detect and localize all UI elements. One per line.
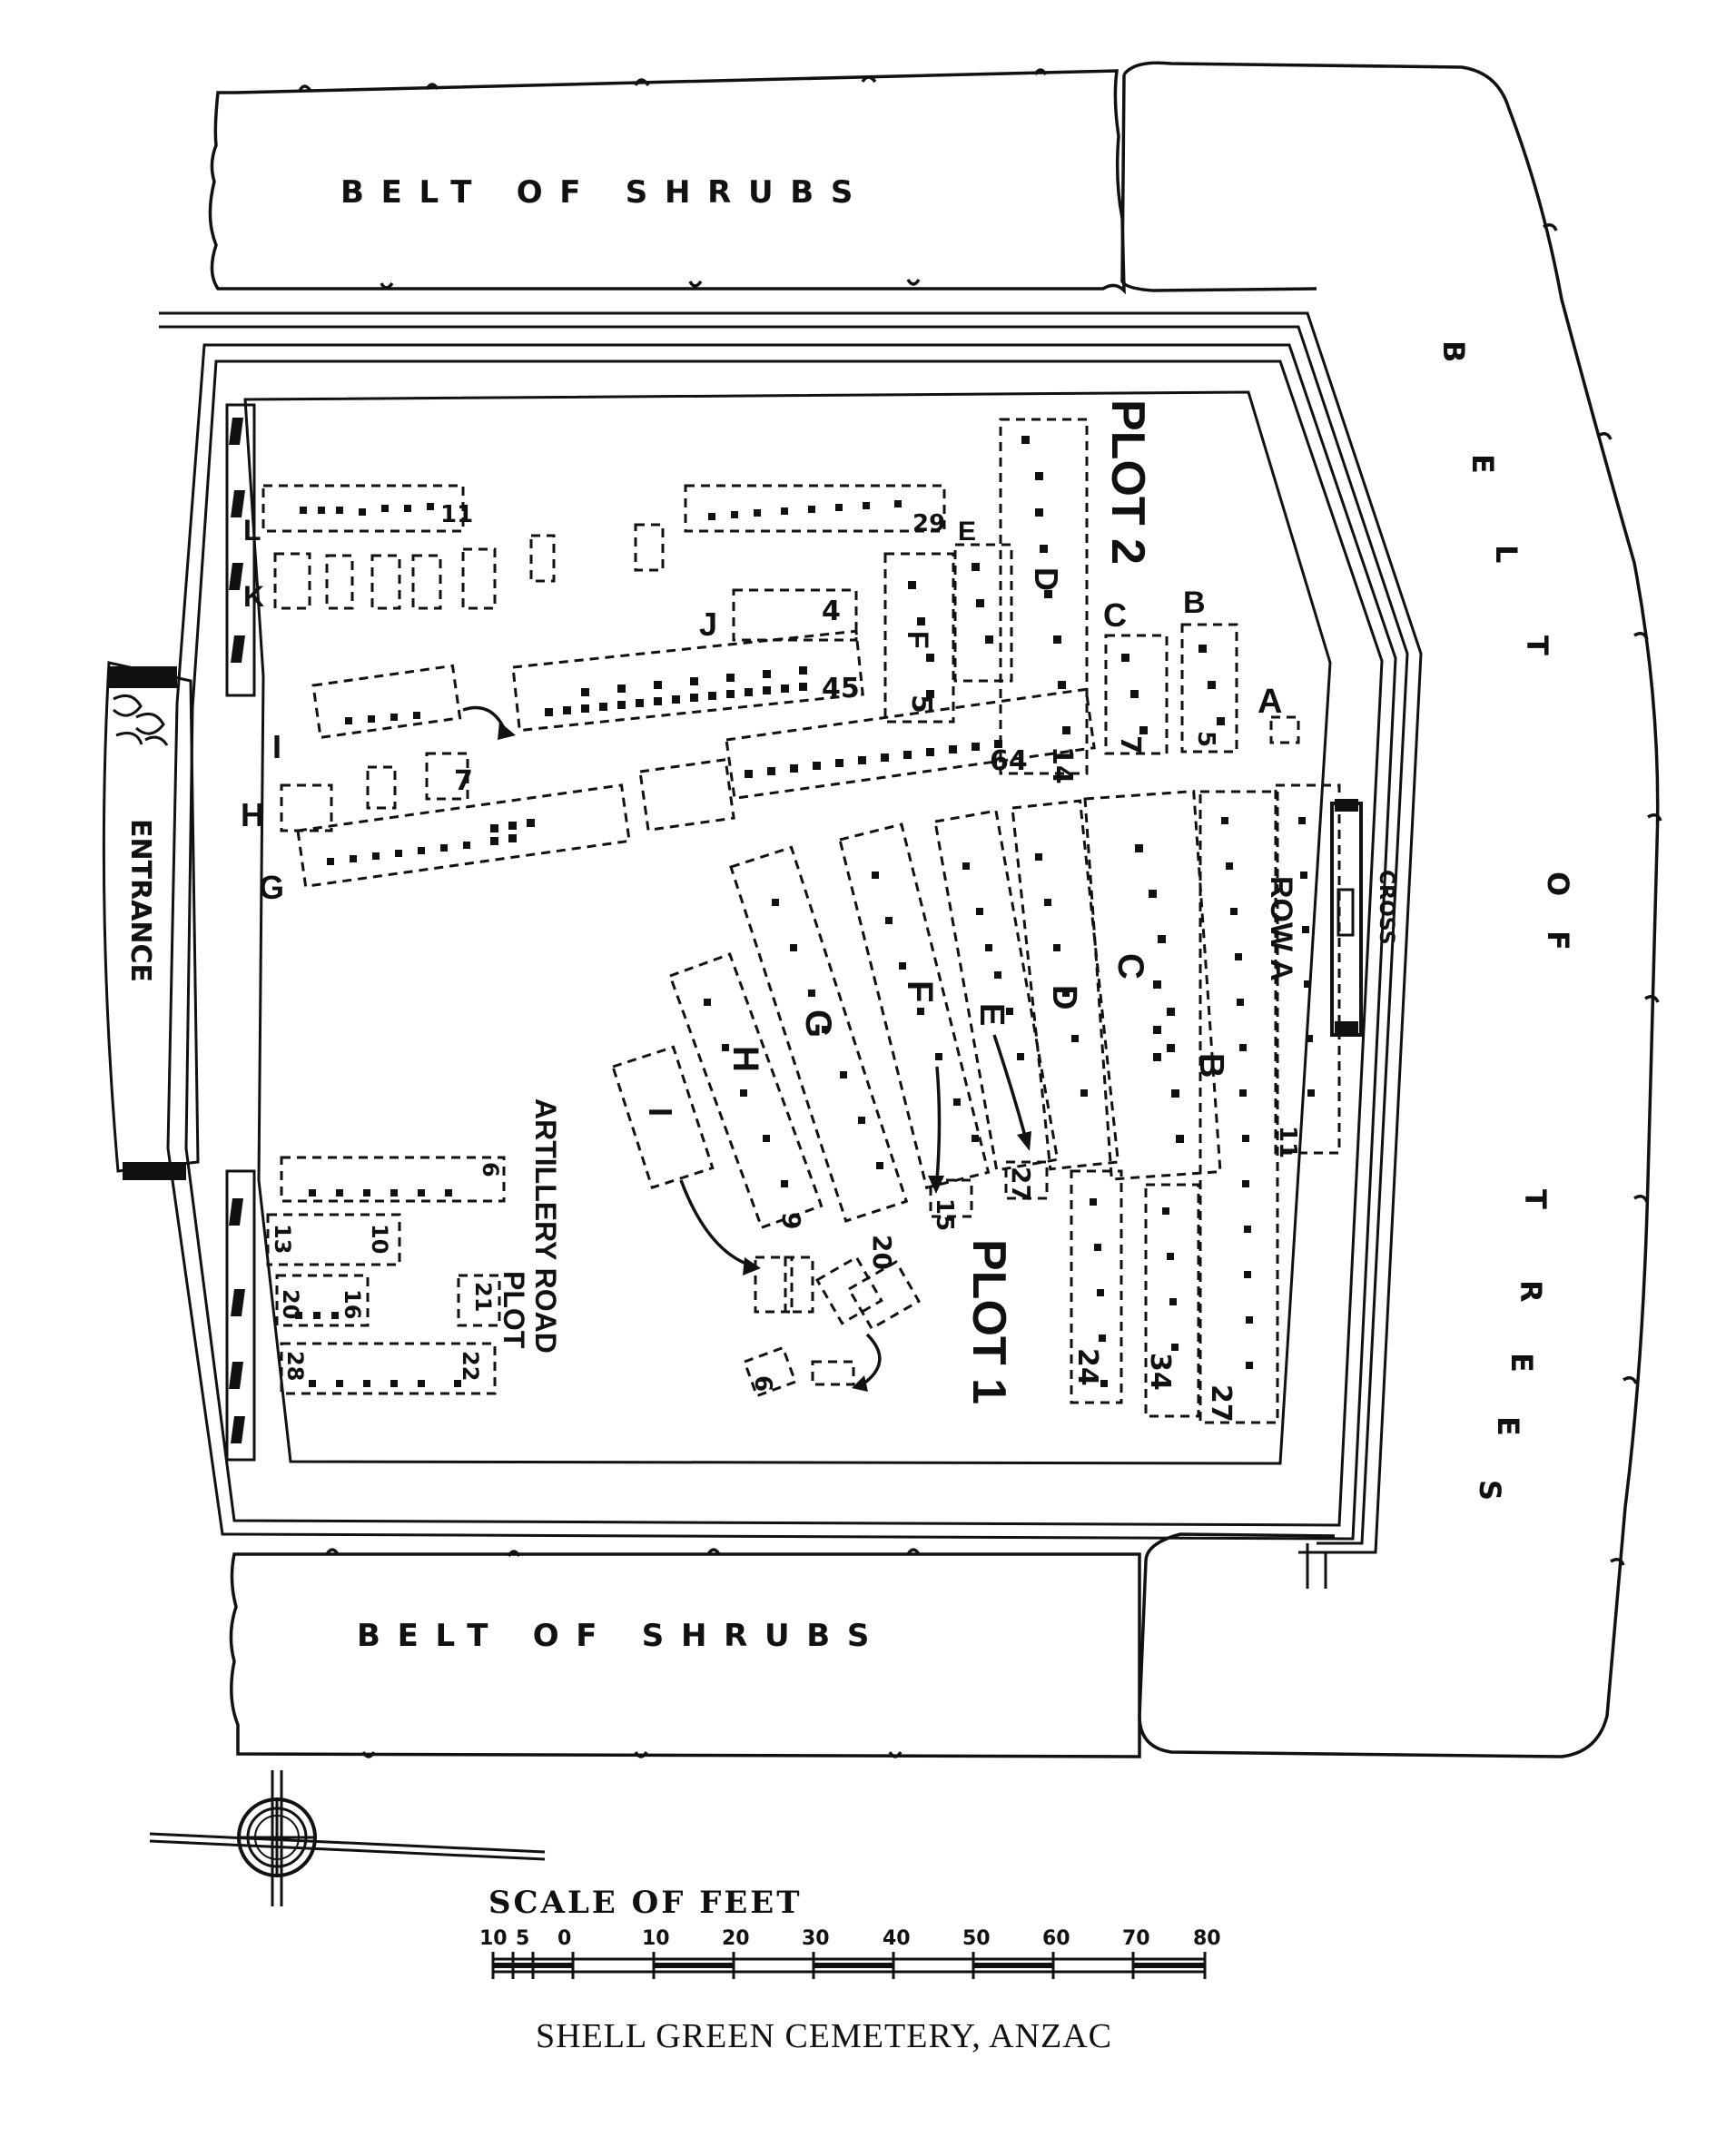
row-letter-f: F [902, 631, 934, 649]
trees-letter: T [1518, 1189, 1553, 1209]
row-number: 11 [440, 501, 473, 528]
row-number: 34 [1144, 1353, 1176, 1391]
row-number: 13 [270, 1224, 295, 1254]
plot-2-rows [261, 418, 1300, 889]
plot-1-label: PLOT 1 [962, 1239, 1015, 1404]
plot1-row-letter-h: H [725, 1046, 765, 1072]
row-letter-b: B [1183, 586, 1206, 620]
row-number: 11 [1274, 1126, 1301, 1158]
row-number: 64 [990, 745, 1028, 777]
scale-tick-label: 30 [802, 1927, 830, 1950]
scale-tick-label: 10 [642, 1927, 670, 1950]
plot1-row-letter-c: C [1110, 953, 1150, 980]
belt-of-trees-label: B E L T O F T R E E S [1436, 340, 1575, 1501]
trees-letter: F [1541, 931, 1575, 950]
trees-letter: R [1514, 1280, 1548, 1303]
row-letter-i: I [272, 728, 281, 765]
row-number: 6 [478, 1162, 503, 1177]
row-a-label: ROW A [1264, 876, 1298, 981]
row-number: 20 [278, 1289, 303, 1319]
trees-letter: S [1473, 1480, 1507, 1501]
trees-letter: B [1436, 340, 1471, 362]
cemetery-boundary-walls [159, 311, 1423, 1589]
belt-of-shrubs-bottom-label: BELT OF SHRUBS [357, 1618, 886, 1654]
arrowheads [498, 722, 1031, 1392]
scale-tick-label: 10 [479, 1927, 508, 1950]
row-number: 6 [749, 1375, 776, 1392]
row-number: 27 [1006, 1167, 1036, 1202]
scale-tick-label: 20 [722, 1927, 750, 1950]
trees-letter: T [1520, 635, 1554, 655]
row-number: 15 [931, 1198, 958, 1231]
trees-letter: E [1465, 454, 1500, 474]
plot1-row-letter-f: F [900, 980, 940, 1002]
row-letter-c: C [1103, 596, 1127, 634]
trees-letter: E [1504, 1353, 1539, 1373]
scale-title: SCALE OF FEET [488, 1885, 803, 1921]
row-number: 7 [1114, 735, 1146, 754]
row-number: 5 [1192, 731, 1219, 747]
memorial-cross [1330, 799, 1363, 1037]
shrub-belt-bottom [229, 1548, 1141, 1758]
trees-letter: O [1541, 872, 1575, 896]
plot-2-label: PLOT 2 [1101, 399, 1154, 565]
entrance-label: ENTRANCE [124, 819, 156, 982]
scale-tick-label: 5 [516, 1927, 529, 1950]
row-letter-h: H [241, 796, 264, 833]
artillery-road-rows [266, 1156, 506, 1395]
tree-belt-right [1120, 61, 1662, 1758]
entrance-gateway [102, 403, 256, 1462]
compass-rose [149, 1770, 546, 1906]
grave-markers [295, 436, 1315, 1387]
row-number: 29 [912, 510, 945, 537]
row-letter-a: A [1258, 683, 1282, 721]
plot1-row-letter-g: G [798, 1009, 838, 1038]
row-continuation-arrows [462, 705, 1028, 1386]
scale-tick-label: 80 [1193, 1927, 1221, 1950]
row-number: 5 [905, 694, 937, 714]
plot1-row-letter-d: D [1045, 985, 1083, 1009]
row-letter-j: J [699, 606, 717, 643]
scale-tick-label: 40 [883, 1927, 911, 1950]
trees-letter: E [1491, 1416, 1525, 1436]
scale-bar [491, 1952, 1207, 1979]
row-letter-d: D [1028, 567, 1065, 591]
row-letter-g: G [259, 869, 284, 906]
shrub-belt-top [208, 68, 1126, 295]
cross-label: CROSS [1375, 870, 1397, 945]
row-number: 10 [367, 1224, 392, 1254]
artillery-road-label: ARTILLERY ROAD [529, 1098, 562, 1354]
row-number: 22 [458, 1351, 483, 1381]
scale-tick-label: 50 [962, 1927, 991, 1950]
plot1-row-letter-e: E [972, 1003, 1011, 1026]
row-number: 7 [454, 765, 473, 797]
scale-tick-label: 0 [557, 1927, 571, 1950]
row-number: 16 [340, 1289, 365, 1319]
artillery-plot-label: PLOT [498, 1271, 530, 1349]
belt-of-shrubs-top-label: BELT OF SHRUBS [340, 174, 870, 211]
row-letter-k: K [243, 580, 264, 613]
row-number: 21 [470, 1282, 496, 1312]
plot1-row-letter-b: B [1192, 1053, 1230, 1078]
scale-tick-label: 60 [1042, 1927, 1070, 1950]
scale-tick-labels: 10 5 0 10 20 30 40 50 60 70 80 [479, 1927, 1221, 1950]
row-number: 45 [822, 673, 860, 704]
plot1-row-letter-i: I [642, 1108, 679, 1117]
row-number: 28 [282, 1351, 308, 1381]
trees-letter: L [1489, 545, 1524, 563]
scale-tick-label: 70 [1122, 1927, 1150, 1950]
row-letter-l: L [243, 514, 261, 547]
row-letter-e: E [958, 517, 976, 547]
plot-1-rows [611, 783, 1341, 1424]
row-number: 20 [867, 1235, 897, 1270]
map-caption: SHELL GREEN CEMETERY, ANZAC [536, 2017, 1112, 2055]
row-number: 4 [822, 596, 841, 627]
row-number: 27 [1205, 1384, 1237, 1423]
row-number: 14 [1046, 746, 1078, 784]
row-number: 9 [776, 1212, 806, 1229]
row-number: 24 [1071, 1348, 1103, 1386]
